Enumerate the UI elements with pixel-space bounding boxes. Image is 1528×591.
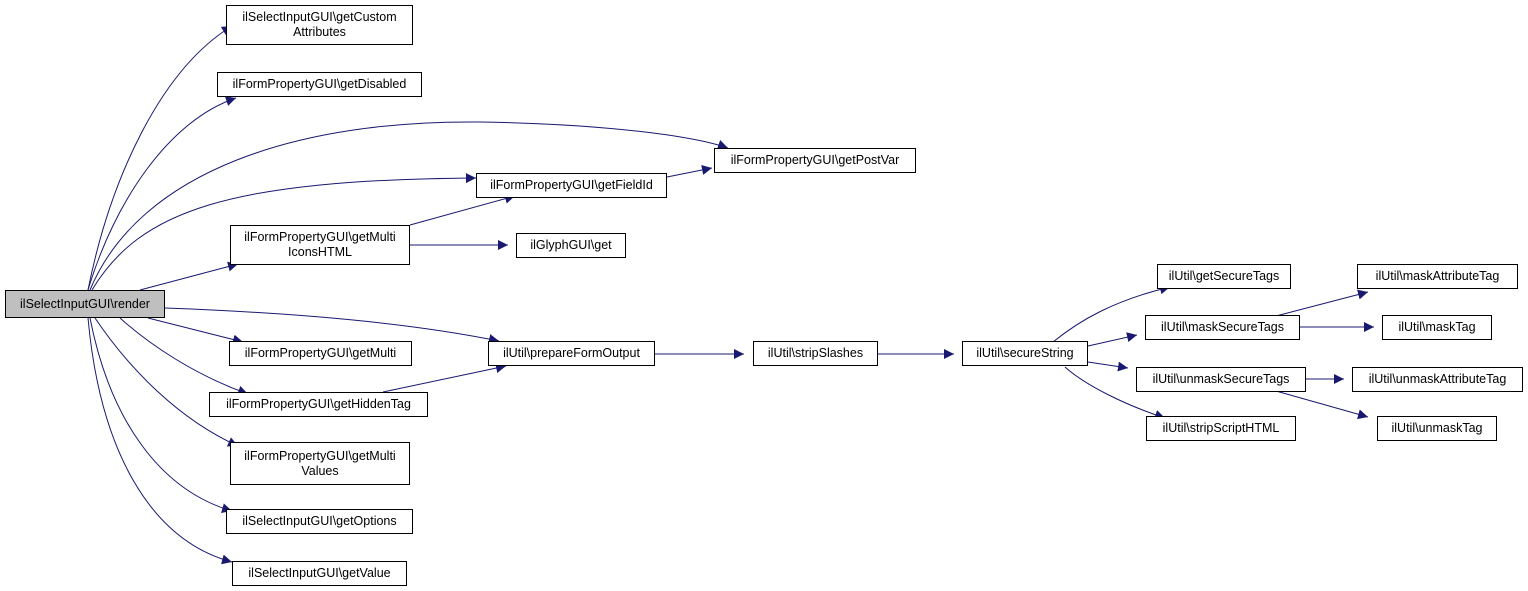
node-form-property-get-multi[interactable]: ilFormPropertyGUI\getMulti [229,341,412,366]
node-util-mask-tag[interactable]: ilUtil\maskTag [1382,315,1492,340]
node-select-input-render: ilSelectInputGUI\render [5,290,165,318]
edge-masksecuretags-maskattributetag [1275,289,1369,317]
node-util-mask-secure-tags[interactable]: ilUtil\maskSecureTags [1145,315,1300,340]
node-form-property-get-hidden-tag[interactable]: ilFormPropertyGUI\getHiddenTag [209,392,428,417]
edge-render-getoptions [89,317,233,513]
edge-render-getcustomattributes [87,25,233,291]
node-util-get-secure-tags[interactable]: ilUtil\getSecureTags [1157,264,1291,289]
node-util-unmask-attribute-tag[interactable]: ilUtil\unmaskAttributeTag [1352,367,1523,392]
node-util-strip-script-html[interactable]: ilUtil\stripScriptHTML [1146,416,1296,441]
node-form-property-get-field-id[interactable]: ilFormPropertyGUI\getFieldId [476,173,667,198]
node-util-strip-slashes[interactable]: ilUtil\stripSlashes [753,341,878,366]
node-util-mask-attribute-tag[interactable]: ilUtil\maskAttributeTag [1357,264,1518,289]
node-form-property-get-multi-icons-html[interactable]: ilFormPropertyGUI\getMulti IconsHTML [230,225,410,265]
node-util-unmask-secure-tags[interactable]: ilUtil\unmaskSecureTags [1136,367,1306,392]
edge-render-prepareformoutput [164,307,500,344]
node-form-property-get-disabled[interactable]: ilFormPropertyGUI\getDisabled [217,72,422,97]
edge-render-getfieldid [91,173,477,291]
edge-gethiddentag-prepareformoutput [382,363,507,393]
edge-securestring-stripscripthtml [1064,366,1166,420]
edge-render-gethiddentag [119,317,249,396]
node-util-secure-string[interactable]: ilUtil\secureString [962,341,1088,366]
edge-securestring-getsecuretags [1052,284,1171,343]
edge-securestring-masksecuretags [1087,332,1138,347]
edge-render-getmulti [147,317,244,345]
edge-render-getmultiiconshtml [139,261,239,291]
edge-render-getpostvar [89,121,729,291]
node-select-input-get-options[interactable]: ilSelectInputGUI\getOptions [226,509,413,534]
node-util-prepare-form-output[interactable]: ilUtil\prepareFormOutput [488,341,655,366]
edge-render-getdisabled [87,96,237,291]
node-select-input-get-custom-attributes[interactable]: ilSelectInputGUI\getCustom Attributes [226,5,413,45]
edge-getmultiiconshtml-getfieldid [409,193,516,226]
edge-render-getmultivalues [94,317,239,447]
edge-securestring-unmasksecuretags [1087,361,1129,372]
edge-getfieldid-getpostvar [666,165,713,178]
edge-render-getvalue [87,317,233,565]
edge-unmasksecuretags-unmasktag [1275,390,1369,420]
node-form-property-get-multi-values[interactable]: ilFormPropertyGUI\getMulti Values [230,442,410,485]
node-util-unmask-tag[interactable]: ilUtil\unmaskTag [1377,416,1497,441]
node-glyph-get[interactable]: ilGlyphGUI\get [516,233,626,258]
node-form-property-get-post-var[interactable]: ilFormPropertyGUI\getPostVar [714,148,916,173]
node-select-input-get-value[interactable]: ilSelectInputGUI\getValue [232,561,407,586]
